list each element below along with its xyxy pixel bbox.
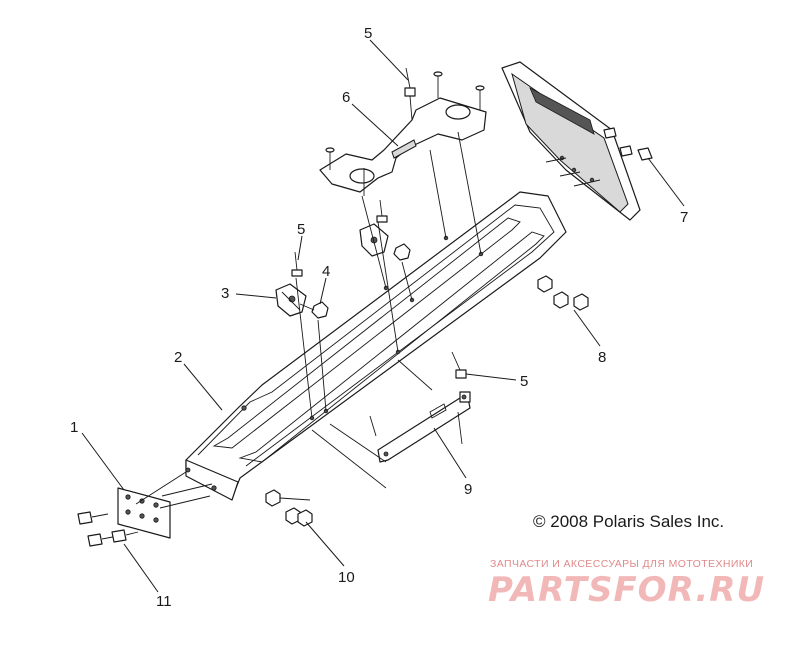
callout-8: 8 [598, 349, 606, 366]
leader-lines [81, 39, 685, 593]
pin-bolt-top [404, 67, 416, 97]
watermark-brand: PARTSFOR.RU [488, 570, 766, 610]
pin-bolts-left [291, 251, 303, 277]
lower-bracket-9 [369, 391, 471, 463]
callout-5-left: 5 [297, 221, 305, 238]
bolt-4 [299, 301, 329, 319]
callout-4: 4 [322, 263, 330, 280]
bolts-11 [77, 511, 139, 547]
pin-bolt-right [451, 351, 467, 379]
callout-5-right: 5 [520, 373, 528, 390]
bracket-center [359, 199, 411, 261]
nuts-8 [537, 275, 589, 311]
callout-11: 11 [156, 593, 172, 610]
callout-5-top: 5 [364, 25, 372, 42]
bolts-7 [603, 127, 653, 161]
skid-plate-main [185, 191, 567, 501]
watermark-tagline: ЗАПЧАСТИ И АКСЕССУАРЫ ДЛЯ МОТОТЕХНИКИ [490, 558, 754, 570]
front-plate [117, 487, 171, 539]
alignment-lines [135, 95, 601, 509]
callout-9: 9 [464, 481, 472, 498]
callout-7: 7 [680, 209, 688, 226]
nuts-10 [265, 489, 313, 527]
callout-10: 10 [338, 569, 355, 586]
callout-1: 1 [70, 419, 78, 436]
copyright-notice: © 2008 Polaris Sales Inc. [533, 512, 725, 531]
side-shield-7 [501, 61, 641, 221]
clamp-bracket-6 [319, 71, 487, 196]
bracket-3 [275, 283, 307, 317]
callout-2: 2 [174, 349, 182, 366]
callout-3: 3 [221, 285, 229, 302]
callout-6: 6 [342, 89, 350, 106]
callout-labels: 1 2 3 4 5 5 5 6 7 8 9 10 11 [70, 25, 688, 610]
